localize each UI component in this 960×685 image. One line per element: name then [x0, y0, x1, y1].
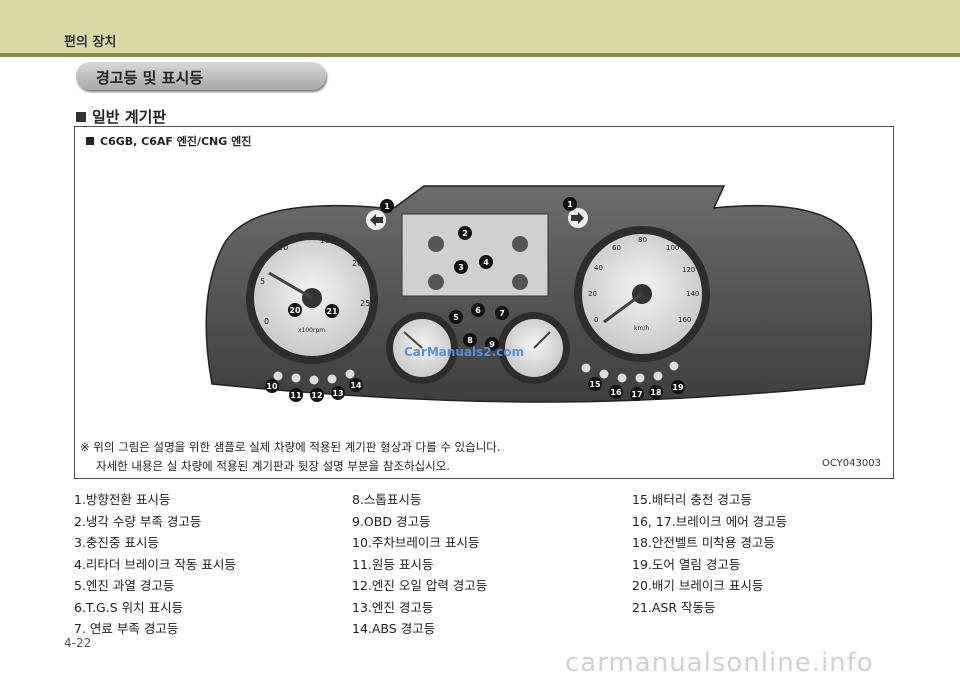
subsection-title: 일반 계기판 — [92, 108, 167, 126]
figure-caption: C6GB, C6AF 엔진/CNG 엔진 — [100, 135, 252, 148]
legend-item: 16, 17.브레이크 에어 경고등 — [632, 513, 788, 529]
speedo-tick-label: 160 — [678, 316, 691, 324]
marker-19: 19 — [672, 383, 684, 392]
marker-4: 4 — [483, 258, 489, 267]
legend-column-2: 8.스톱표시등 9.OBD 경고등 10.주차브레이크 표시등 11.원등 표시… — [352, 489, 487, 640]
figure-note: ※ 위의 그림은 설명을 위한 샘플로 실제 차량에 적용된 계기판 형상과 다… — [80, 438, 501, 476]
legend-item: 8.스톱표시등 — [352, 492, 422, 507]
marker-5: 5 — [453, 313, 459, 322]
figure-heading: C6GB, C6AF 엔진/CNG 엔진 — [86, 133, 251, 149]
marker-1: 1 — [384, 202, 390, 211]
legend-item: 12.엔진 오일 압력 경고등 — [352, 578, 488, 593]
legend-column-3: 15.배터리 충전 경고등 16, 17.브레이크 에어 경고등 18.안전벨트… — [632, 489, 787, 618]
marker-12: 12 — [311, 391, 322, 400]
speedo-tick-label: 100 — [666, 244, 679, 252]
marker-9: 9 — [489, 340, 495, 349]
marker-10: 10 — [266, 382, 278, 391]
speedo-tick-label: 20 — [588, 290, 597, 298]
speedo-unit: km/h — [634, 325, 649, 332]
legend-item: 11.원등 표시등 — [352, 556, 434, 572]
speedo-tick-label: 140 — [686, 290, 699, 298]
note-line-1: ※ 위의 그림은 설명을 위한 샘플로 실제 차량에 적용된 계기판 형상과 다… — [80, 440, 501, 454]
marker-3: 3 — [458, 263, 464, 272]
marker-8: 8 — [467, 336, 473, 345]
instrument-cluster-illustration: 0 5 10 15 20 25 x100rpm 0 20 40 60 80 10… — [205, 185, 873, 403]
bullet-square-icon — [86, 137, 94, 145]
legend-item: 7. 연료 부족 경고등 — [74, 621, 179, 636]
legend-item: 13.엔진 경고등 — [352, 599, 434, 615]
marker-20: 20 — [289, 306, 301, 315]
marker-14: 14 — [350, 381, 362, 390]
bullet-square-icon — [76, 112, 86, 122]
tachometer-needle — [268, 271, 313, 300]
legend-column-1: 1.방향전환 표시등 2.냉각 수량 부족 경고등 3.충진중 표시등 4.리타… — [74, 489, 236, 640]
marker-2: 2 — [462, 229, 468, 238]
legend-item: 4.리타더 브레이크 작동 표시등 — [74, 556, 236, 572]
legend-item: 5.엔진 과열 경고등 — [74, 578, 175, 593]
marker-16: 16 — [610, 388, 622, 397]
section-title: 편의 장치 — [64, 35, 117, 50]
legend-item: 9.OBD 경고등 — [352, 513, 431, 529]
tacho-unit: x100rpm — [298, 327, 325, 334]
marker-17: 17 — [631, 390, 642, 399]
figure-code: OCY043003 — [822, 458, 881, 469]
tacho-tick-label: 10 — [278, 243, 288, 252]
figure-watermark: CarManuals2.com — [404, 345, 525, 359]
speedo-tick-label: 60 — [612, 244, 621, 252]
tacho-tick-label: 25 — [360, 299, 370, 308]
marker-21: 21 — [326, 307, 338, 316]
legend-item: 1.방향전환 표시등 — [74, 492, 171, 507]
marker-1: 1 — [567, 200, 573, 209]
marker-6: 6 — [475, 306, 481, 315]
legend-item: 15.배터리 충전 경고등 — [632, 492, 752, 507]
topic-title: 경고등 및 표시등 — [96, 69, 204, 87]
topic-pill — [76, 62, 326, 90]
speedo-tick-label: 80 — [638, 236, 647, 244]
legend-item: 6.T.G.S 위치 표시등 — [74, 599, 184, 615]
marker-11: 11 — [290, 391, 302, 400]
tacho-tick-label: 0 — [264, 317, 269, 326]
legend-item: 19.도어 열림 경고등 — [632, 556, 741, 572]
marker-18: 18 — [650, 388, 662, 397]
legend-item: 10.주차브레이크 표시등 — [352, 535, 480, 550]
speedo-tick-label: 40 — [594, 264, 603, 272]
legend-item: 20.배기 브레이크 표시등 — [632, 578, 764, 593]
legend-item: 21.ASR 작동등 — [632, 599, 716, 615]
speedo-tick-label: 0 — [594, 316, 598, 324]
header-divider — [0, 53, 960, 57]
marker-7: 7 — [499, 309, 505, 318]
tacho-tick-label: 5 — [260, 277, 265, 286]
header-band — [0, 0, 960, 54]
legend-item: 18.안전벨트 미착용 경고등 — [632, 535, 775, 550]
legend-item: 14.ABS 경고등 — [352, 621, 436, 636]
marker-15: 15 — [589, 380, 601, 389]
speedometer-needle — [603, 292, 643, 324]
page-number: 4-22 — [64, 636, 92, 650]
site-watermark: carmanualsonline.info — [565, 648, 874, 678]
tacho-tick-label: 15 — [320, 236, 330, 245]
legend-item: 3.충진중 표시등 — [74, 535, 159, 550]
tacho-tick-label: 20 — [352, 259, 362, 268]
speedo-tick-label: 120 — [682, 266, 695, 274]
marker-13: 13 — [332, 389, 343, 398]
subsection-heading: 일반 계기판 — [76, 106, 166, 127]
legend-item: 2.냉각 수량 부족 경고등 — [74, 513, 202, 529]
note-line-2: 자세한 내용은 실 차량에 적용된 계기판과 뒷장 설명 부분을 참조하십시오. — [96, 459, 450, 473]
